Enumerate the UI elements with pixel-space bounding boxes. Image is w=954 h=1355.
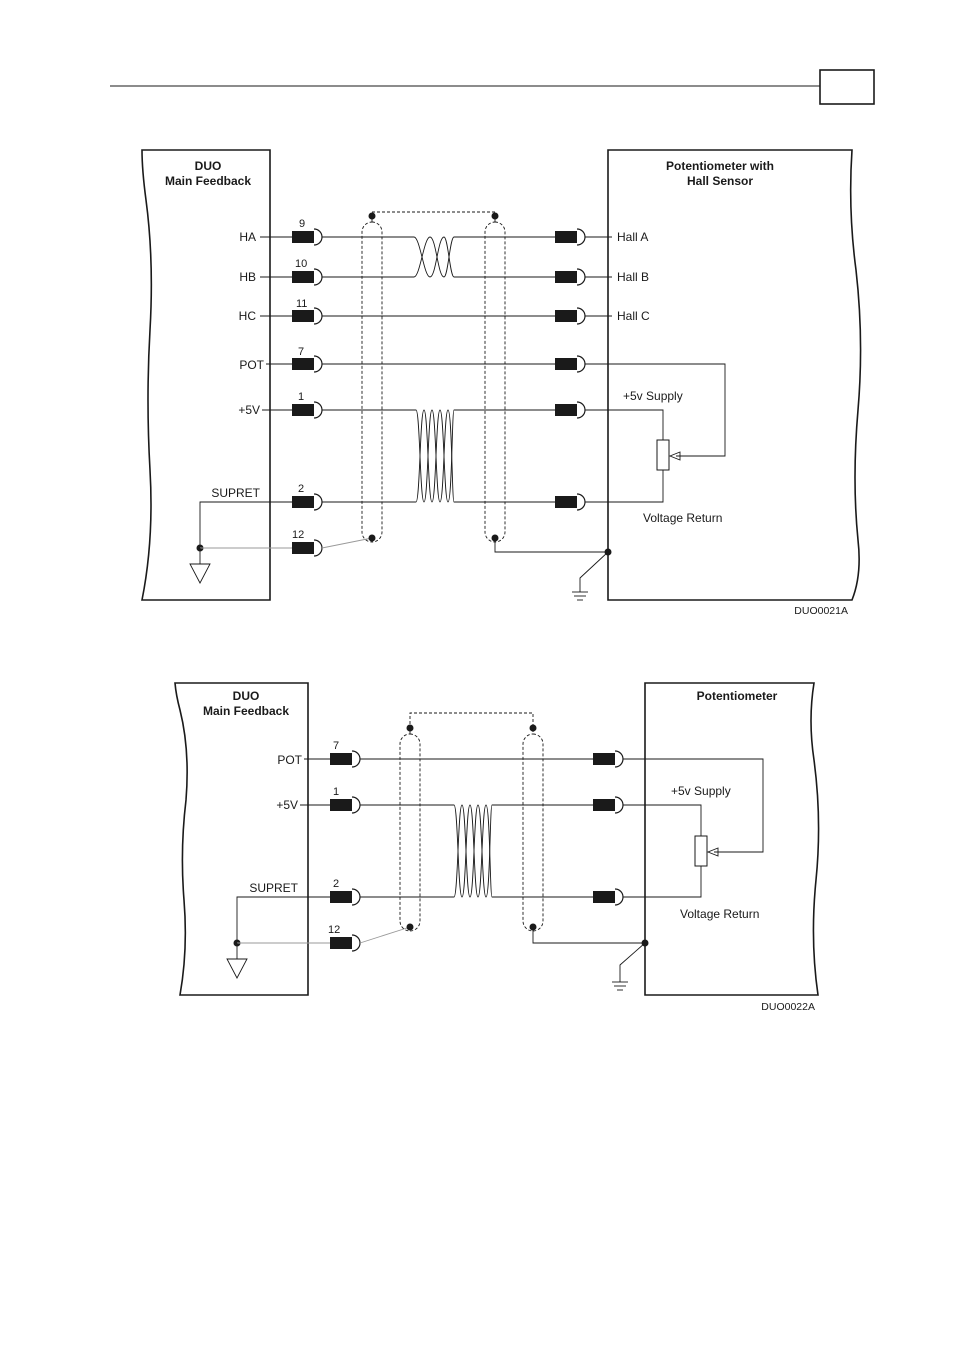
left-stubs-1 <box>260 237 292 502</box>
return-label-2: Voltage Return <box>680 907 759 921</box>
signal-label-supret: SUPRET <box>211 486 260 500</box>
cable-wires-1 <box>322 237 555 548</box>
right-signal-hall-b: Hall B <box>617 270 649 284</box>
left-connectors-2 <box>330 751 360 951</box>
signal2-label-5v: +5V <box>276 798 298 812</box>
figure-code-1: DUO0021A <box>794 605 848 617</box>
potentiometer-title-2: Potentiometer <box>697 689 778 703</box>
pin-number-7: 7 <box>298 346 304 358</box>
right-signal-hall-c: Hall C <box>617 309 650 323</box>
pin2-number-1: 1 <box>333 786 339 798</box>
cable-wires-2 <box>360 759 593 943</box>
sensor-title-1b: Hall Sensor <box>687 174 753 188</box>
figure-code-2: DUO0022A <box>761 1001 815 1013</box>
diagram-1: DUO Main Feedback Potentiometer with Hal… <box>142 150 861 617</box>
signal-label-hc: HC <box>239 309 257 323</box>
left-stubs-2 <box>300 759 330 897</box>
pin2-number-12: 12 <box>328 924 340 936</box>
cable-shield-2 <box>400 713 543 931</box>
sensor-box-1 <box>608 150 861 600</box>
potentiometer-box-2 <box>645 683 819 995</box>
right-signal-hall-a: Hall A <box>617 230 648 244</box>
duo-box-2 <box>175 683 308 995</box>
ground-symbol-right-1 <box>495 538 612 600</box>
ground-symbol-left-2 <box>227 897 330 978</box>
signal-label-pot: POT <box>239 358 264 372</box>
potentiometer-1 <box>585 364 725 502</box>
signal-label-hb: HB <box>239 270 256 284</box>
right-connectors-2 <box>593 751 623 905</box>
supply-label-2: +5v Supply <box>671 784 731 798</box>
duo-box-1 <box>142 150 270 600</box>
ground-symbol-right-2 <box>533 927 649 990</box>
signal2-label-pot: POT <box>277 753 302 767</box>
page-number-box <box>820 70 874 104</box>
signal-label-ha: HA <box>239 230 256 244</box>
pin-number-9: 9 <box>299 218 305 230</box>
diagram-2: DUO Main Feedback Potentiometer POT +5V … <box>175 683 819 1013</box>
sensor-title-1a: Potentiometer with <box>666 159 774 173</box>
twisted-pair-supply-1 <box>416 410 454 502</box>
pin-number-12: 12 <box>292 529 304 541</box>
duo-title-1b: Main Feedback <box>165 174 251 188</box>
twisted-pair-hall-1 <box>414 237 454 277</box>
potentiometer-2 <box>623 759 763 897</box>
pin2-number-7: 7 <box>333 740 339 752</box>
duo-title-1a: DUO <box>195 159 222 173</box>
ground-symbol-left-1 <box>190 502 292 583</box>
signal-label-5v: +5V <box>238 403 260 417</box>
pin-number-1: 1 <box>298 391 304 403</box>
duo-title-2b: Main Feedback <box>203 704 289 718</box>
pin-number-11: 11 <box>296 298 307 310</box>
left-connectors-1 <box>292 229 322 556</box>
right-connectors-1 <box>555 229 585 510</box>
supply-label-1: +5v Supply <box>623 389 683 403</box>
signal2-label-supret: SUPRET <box>249 881 298 895</box>
pin-number-10: 10 <box>295 258 307 270</box>
duo-title-2a: DUO <box>233 689 260 703</box>
twisted-pair-supply-2 <box>454 805 492 897</box>
pin2-number-2: 2 <box>333 878 339 890</box>
pin-number-2: 2 <box>298 483 304 495</box>
return-label-1: Voltage Return <box>643 511 722 525</box>
